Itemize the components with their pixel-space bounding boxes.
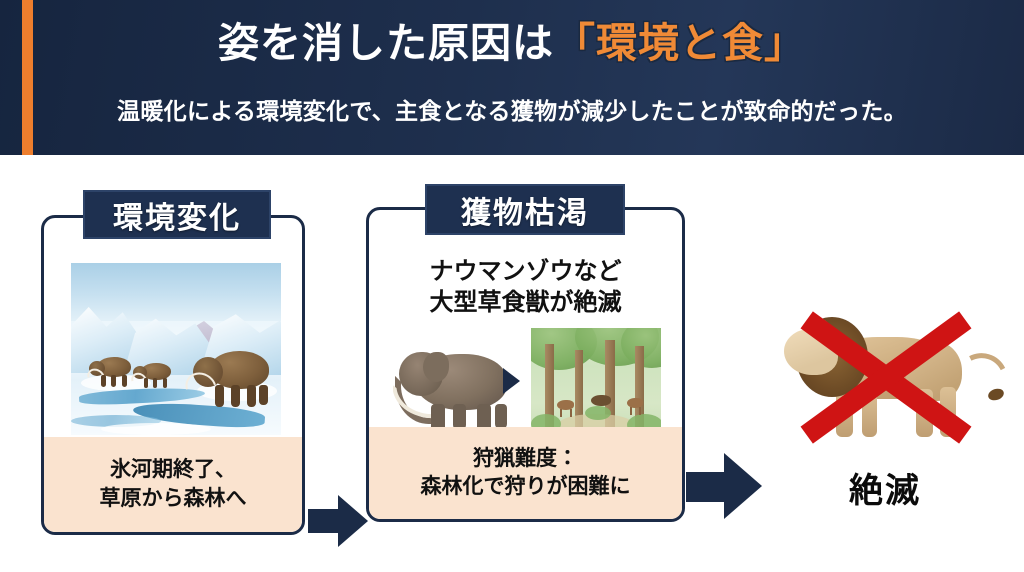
mammoth-head bbox=[89, 361, 105, 376]
elephant-leg bbox=[495, 404, 507, 429]
flow-card-prey-depletion[interactable]: ナウマンゾウなど 大型草食獣が絶滅 bbox=[366, 207, 685, 522]
sky-layer bbox=[71, 263, 281, 322]
card-1-caption: 氷河期終了、 草原から森林へ bbox=[44, 437, 302, 532]
header-accent-bar bbox=[22, 0, 33, 155]
tree-trunk bbox=[635, 346, 644, 436]
deer-leg bbox=[639, 407, 641, 415]
extinction-result-block: 絶滅 bbox=[760, 295, 1016, 545]
mammoth-leg bbox=[163, 378, 167, 388]
naumann-elephant-illustration bbox=[393, 338, 527, 434]
undergrowth-bush bbox=[585, 406, 611, 420]
lion-illustration bbox=[766, 295, 1016, 455]
elephant-leg bbox=[477, 404, 491, 432]
page-title-highlight: 「環境と食」 bbox=[554, 20, 806, 66]
mammoth-head bbox=[133, 366, 147, 379]
tree-trunk bbox=[575, 350, 583, 436]
mammoth-leg bbox=[101, 375, 106, 387]
arrow-shaft bbox=[308, 509, 340, 533]
card-2-title-badge: 獲物枯渇 bbox=[425, 184, 625, 235]
snow-patch bbox=[81, 375, 151, 391]
header-banner: 姿を消した原因は「環境と食」 温暖化による環境変化で、主食となる獲物が減少したこ… bbox=[0, 0, 1024, 155]
elephant-leg bbox=[453, 404, 466, 430]
deer-figure bbox=[557, 400, 574, 410]
card-1-caption-line-1: 氷河期終了、 bbox=[110, 458, 236, 482]
transition-triangle-icon bbox=[503, 368, 520, 394]
mammoth-leg bbox=[144, 378, 148, 388]
snow-patch bbox=[101, 423, 211, 435]
card-1-title-text: 環境変化 bbox=[113, 201, 241, 235]
card-2-heading-line-2: 大型草食獣が絶滅 bbox=[429, 289, 622, 317]
deer-figure bbox=[627, 398, 643, 408]
card-2-heading: ナウマンゾウなど 大型草食獣が絶滅 bbox=[369, 256, 682, 318]
card-2-caption-line-2: 森林化で狩りが困難に bbox=[420, 475, 631, 498]
card-2-caption-line-1: 狩猟難度： bbox=[473, 446, 578, 470]
card-2-title-text: 獲物枯渇 bbox=[461, 196, 589, 230]
elephant-trunk bbox=[395, 376, 437, 424]
glacier-mammoth-illustration bbox=[71, 263, 281, 435]
arrow-card1-to-card2-icon bbox=[308, 495, 368, 547]
page-subtitle: 温暖化による環境変化で、主食となる獲物が減少したことが致命的だった。 bbox=[117, 98, 907, 124]
arrow-head bbox=[338, 495, 368, 547]
mammoth-head bbox=[193, 357, 223, 387]
mammoth-leg bbox=[215, 385, 224, 407]
mammoth-leg bbox=[259, 385, 268, 405]
arrow-shaft bbox=[686, 472, 726, 502]
mammoth-figure bbox=[84, 355, 135, 389]
boar-figure bbox=[591, 395, 611, 406]
page-title: 姿を消した原因は「環境と食」 bbox=[0, 18, 1024, 69]
arrow-head bbox=[724, 453, 762, 519]
deer-leg bbox=[630, 407, 632, 415]
mammoth-leg bbox=[111, 375, 116, 387]
card-2-heading-line-1: ナウマンゾウなど bbox=[429, 258, 622, 285]
tree-trunk bbox=[605, 340, 615, 436]
flow-card-environment-change[interactable]: 氷河期終了、 草原から森林へ bbox=[41, 215, 305, 535]
deer-leg bbox=[570, 409, 572, 417]
elephant-leg bbox=[431, 404, 445, 432]
extinction-label: 絶滅 bbox=[849, 472, 921, 510]
mammoth-leg bbox=[122, 375, 127, 387]
mammoth-figure bbox=[128, 361, 175, 391]
mammoth-leg bbox=[231, 385, 240, 407]
mammoth-body bbox=[97, 357, 131, 377]
mammoth-body bbox=[141, 363, 171, 380]
diagram-stage: 氷河期終了、 草原から森林へ ナウマンゾウなど 大型草食獣が絶滅 bbox=[0, 155, 1024, 572]
arrow-card2-to-result-icon bbox=[686, 453, 762, 519]
mammoth-leg bbox=[153, 378, 157, 388]
page-title-plain: 姿を消した原因は bbox=[218, 20, 554, 66]
card-2-caption: 狩猟難度： 森林化で狩りが困難に bbox=[369, 427, 682, 519]
forest-illustration bbox=[531, 328, 661, 436]
card-1-caption-line-2: 草原から森林へ bbox=[99, 486, 247, 510]
card-1-title-badge: 環境変化 bbox=[83, 190, 271, 239]
deer-leg bbox=[560, 409, 562, 417]
mammoth-leg bbox=[247, 385, 256, 407]
tree-trunk bbox=[545, 344, 554, 436]
mammoth-figure bbox=[180, 347, 273, 411]
